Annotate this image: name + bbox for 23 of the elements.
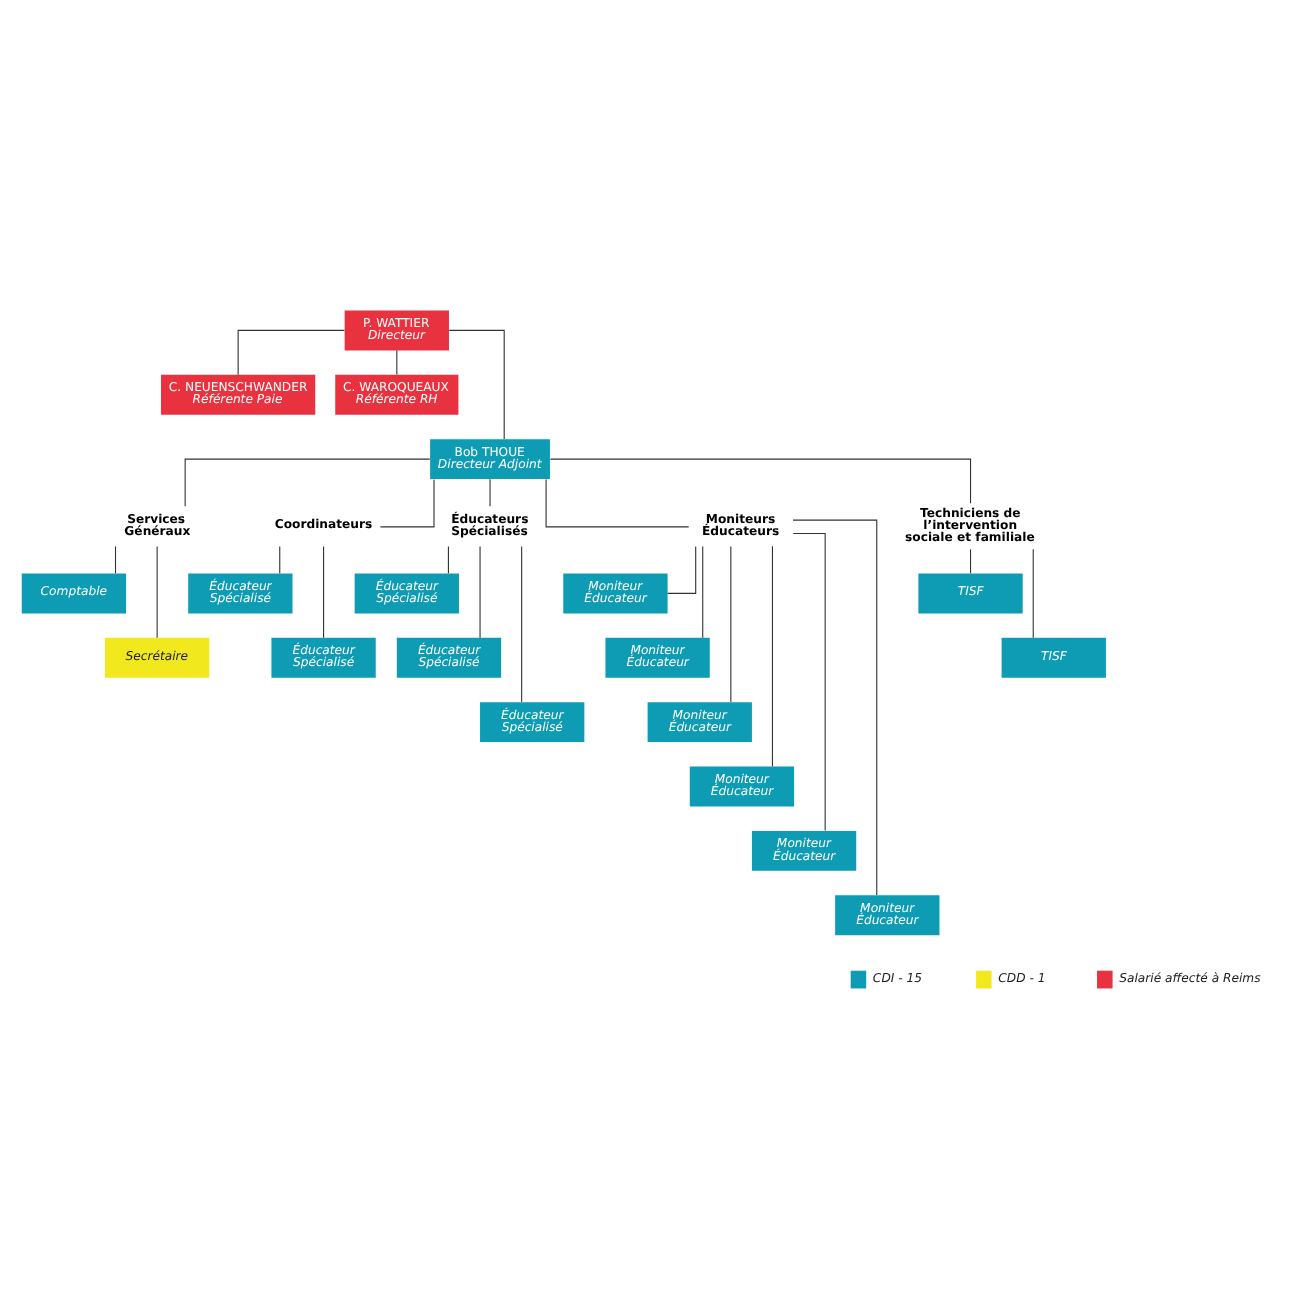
connector (489, 477, 491, 506)
connector (792, 518, 878, 895)
connector (396, 348, 398, 375)
connector (479, 545, 481, 638)
connector (448, 328, 505, 439)
connector (156, 545, 158, 638)
connector (114, 544, 117, 573)
connector (184, 457, 431, 506)
connector (1032, 547, 1034, 638)
connector (379, 477, 435, 527)
connector (667, 544, 697, 593)
connector (702, 545, 704, 638)
connector (730, 544, 732, 702)
connector (545, 477, 690, 527)
connector (549, 457, 972, 503)
connector (521, 544, 523, 702)
connector (969, 547, 972, 573)
connector (237, 328, 345, 375)
connector (792, 531, 826, 831)
connector (279, 544, 281, 573)
connector (771, 544, 773, 766)
connector (323, 545, 325, 638)
connector (447, 544, 449, 573)
